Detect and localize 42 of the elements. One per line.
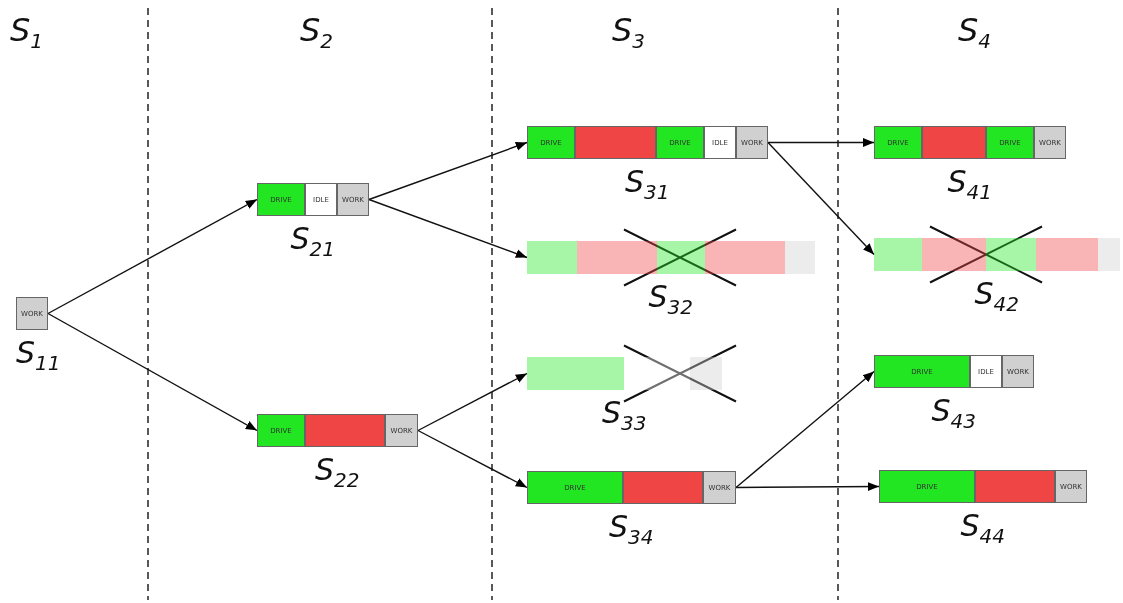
arrow [417, 372, 528, 432]
state-label: S$_{21}$ [290, 224, 335, 259]
state-label: S$_{43}$ [931, 396, 976, 431]
state-segment [623, 471, 703, 504]
state-label: S$_{44}$ [960, 511, 1005, 546]
state-segment [690, 357, 722, 390]
arrow [47, 312, 258, 432]
state-label: S$_{42}$ [974, 279, 1019, 314]
state-segment [305, 414, 385, 447]
state-segment [705, 241, 785, 274]
state-label: S$_{41}$ [947, 167, 992, 202]
arrow [767, 138, 875, 147]
state-label: S$_{31}$ [625, 167, 670, 202]
arrow [767, 141, 875, 256]
state-segment [986, 238, 1036, 271]
arrow [368, 198, 528, 259]
state-label: S$_{11}$ [16, 338, 61, 373]
state-segment [1036, 238, 1098, 271]
state-segment [922, 238, 986, 271]
column-heading: S$_{4}$ [958, 14, 992, 52]
state-segment [527, 357, 624, 390]
column-heading: S$_{1}$ [10, 14, 44, 52]
arrow [368, 141, 528, 201]
arrow [417, 429, 528, 489]
column-heading: S$_{2}$ [300, 14, 334, 52]
arrow [735, 482, 880, 492]
state-segment [975, 470, 1055, 503]
state-segment [527, 241, 577, 274]
state-segment [575, 126, 656, 159]
state-label: S$_{32}$ [648, 282, 693, 317]
state-label: S$_{34}$ [609, 512, 654, 547]
state-segment [922, 126, 986, 159]
state-segment [1098, 238, 1120, 271]
state-segment [577, 241, 657, 274]
state-segment [657, 241, 705, 274]
column-heading: S$_{3}$ [612, 14, 646, 52]
state-segment [874, 238, 922, 271]
arrow [735, 370, 875, 489]
state-label: S$_{22}$ [315, 455, 360, 490]
state-segment [785, 241, 815, 274]
state-label: S$_{33}$ [602, 398, 647, 433]
arrow [47, 198, 258, 315]
